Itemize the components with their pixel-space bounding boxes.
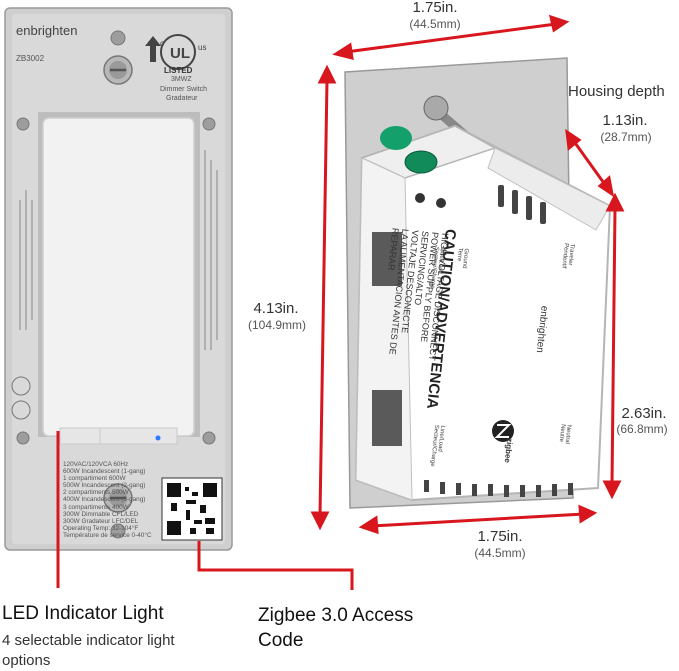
up-arrow-icon bbox=[145, 36, 161, 62]
dim-height-sub: (104.9mm) bbox=[247, 318, 306, 332]
ul-listed-text: LISTED bbox=[164, 66, 193, 75]
spec-line: Température de service 0-40°C bbox=[63, 531, 152, 539]
terminal-screw-icons bbox=[372, 193, 446, 446]
dim-width-top-sub: (44.5mm) bbox=[409, 17, 461, 31]
dimension-lines bbox=[310, 14, 625, 535]
neutral-label: Neutral Neutre bbox=[557, 423, 572, 445]
rocker-paddle bbox=[42, 117, 195, 445]
bottom-screw-icon bbox=[103, 483, 133, 513]
spec-line: Operating Temp: 32-104°F bbox=[63, 524, 139, 532]
front-name-en: Dimmer Switch bbox=[160, 86, 208, 93]
dim-housing-height-main: 2.63in. bbox=[621, 405, 667, 422]
spec-line: 500W Incandescent (2-gang) bbox=[63, 482, 146, 490]
front-name-fr: Gradateur bbox=[166, 95, 198, 102]
ground-label: Ground Terre bbox=[455, 247, 470, 269]
spec-line: 120VAC/120VCA 60Hz bbox=[63, 461, 129, 468]
front-brand: enbrighten bbox=[16, 23, 78, 38]
dim-width-top-main: 1.75in. bbox=[412, 0, 458, 16]
svg-text:UL: UL bbox=[170, 45, 190, 62]
ground-screw-icon bbox=[380, 126, 438, 174]
spec-line: 300W Gradateur LFC/DEL bbox=[63, 517, 139, 525]
zigbee-callout-line bbox=[197, 541, 354, 590]
dim-width-bottom-main: 1.75in. bbox=[477, 528, 523, 545]
zigbee-logo-icon bbox=[492, 420, 514, 442]
dim-height-main: 4.13in. bbox=[253, 300, 299, 317]
plate-side-text bbox=[19, 150, 218, 350]
dim-depth-sub: (28.7mm) bbox=[600, 130, 652, 144]
spec-line: 600W Incandescent (1-gang) bbox=[63, 468, 146, 476]
dim-width-bottom-sub: (44.5mm) bbox=[474, 546, 526, 560]
housing-vents bbox=[424, 185, 573, 497]
top-screw-icon bbox=[103, 55, 133, 85]
front-model: ZB3002 bbox=[16, 54, 45, 63]
plate-rivet-icons bbox=[16, 30, 216, 539]
ul-code: 3MWZ bbox=[171, 76, 192, 83]
led-callout-sub: 4 selectable indicator light options bbox=[2, 632, 175, 669]
spec-line: 300W Dimmable CFL/LED bbox=[63, 510, 139, 518]
spec-line: 3 compartiments 400W bbox=[63, 503, 129, 511]
svg-text:us: us bbox=[198, 43, 206, 52]
zigbee-qr-code bbox=[161, 477, 223, 541]
zigbee-callout-title: Zigbee 3.0 Access Code bbox=[258, 605, 414, 651]
dim-depth-main: 1.13in. bbox=[602, 112, 648, 129]
dim-housing-height-sub: (66.8mm) bbox=[616, 422, 668, 436]
spec-line: 2 compartiments 500W bbox=[63, 489, 129, 497]
housing-depth-label: Housing depth bbox=[568, 83, 665, 100]
led-indicator-icon bbox=[155, 435, 161, 441]
led-callout-title: LED Indicator Light bbox=[2, 603, 164, 624]
spec-line: 1 compartiment 600W bbox=[63, 475, 126, 483]
spec-line: 400W Incandescent (3-gang) bbox=[63, 496, 146, 504]
ul-listed-logo: UL c us bbox=[160, 34, 206, 70]
front-spec-block: 120VAC/120VCA 60Hz 600W Incandescent (1-… bbox=[63, 461, 168, 539]
svg-text:c: c bbox=[160, 39, 164, 48]
certification-icons bbox=[11, 376, 31, 420]
